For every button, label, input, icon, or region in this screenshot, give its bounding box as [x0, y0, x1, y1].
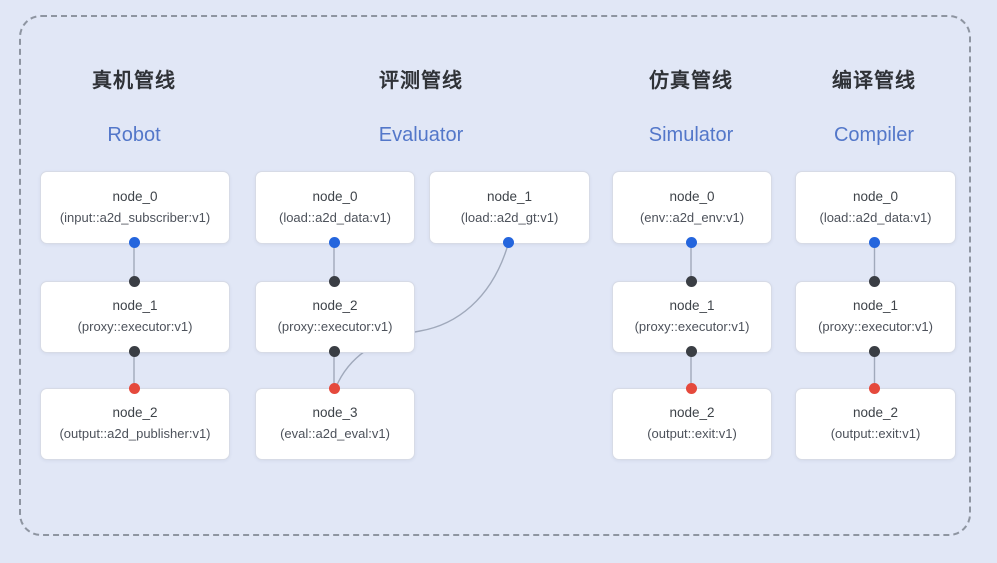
pipeline-title-zh-evaluator: 评测管线 [379, 70, 463, 92]
port-dot-output [328, 382, 340, 394]
node-label: node_2 [852, 405, 899, 421]
node-type: (proxy::executor:v1) [77, 319, 193, 335]
node-evaluator-1: node_1 (load::a2d_gt:v1) [429, 171, 590, 244]
port-dot-internal [328, 275, 340, 287]
port-dot-output [685, 382, 697, 394]
port-dot-internal [685, 345, 697, 357]
port-dot-internal [685, 275, 697, 287]
port-dot-internal [869, 345, 880, 357]
port-dot-output [869, 382, 880, 394]
node-type: (proxy::executor:v1) [818, 319, 933, 335]
port-dot-internal [328, 345, 340, 357]
node-type: (proxy::executor:v1) [634, 319, 750, 335]
node-label: node_1 [669, 298, 715, 314]
node-label: node_0 [112, 188, 158, 204]
node-type: (output::a2d_publisher:v1) [59, 426, 211, 442]
node-label: node_1 [486, 188, 533, 204]
pipeline-title-en-simulator: Simulator [648, 124, 734, 146]
node-evaluator-3: node_3 (eval::a2d_eval:v1) [255, 388, 415, 460]
node-robot-2: node_2 (output::a2d_publisher:v1) [40, 388, 230, 460]
pipeline-title-zh-simulator: 仿真管线 [649, 70, 733, 92]
node-type: (env::a2d_env:v1) [639, 209, 745, 225]
port-dot-input [869, 236, 880, 248]
node-compiler-1: node_1 (proxy::executor:v1) [795, 281, 956, 353]
node-simulator-2: node_2 (output::exit:v1) [612, 388, 772, 460]
node-label: node_2 [112, 405, 158, 421]
node-type: (load::a2d_gt:v1) [460, 209, 559, 225]
node-evaluator-0: node_0 (load::a2d_data:v1) [255, 171, 415, 244]
pipeline-title-zh-robot: 真机管线 [92, 70, 176, 92]
node-label: node_1 [852, 298, 899, 314]
node-type: (eval::a2d_eval:v1) [280, 426, 390, 442]
port-dot-internal [128, 275, 140, 287]
port-dot-internal [128, 345, 140, 357]
port-dot-internal [869, 275, 880, 287]
port-dot-output [128, 382, 140, 394]
node-robot-0: node_0 (input::a2d_subscriber:v1) [40, 171, 230, 244]
port-dot-input [328, 236, 340, 248]
pipeline-title-en-compiler: Compiler [833, 124, 915, 146]
node-type: (input::a2d_subscriber:v1) [59, 209, 211, 225]
node-type: (output::exit:v1) [647, 426, 737, 442]
node-compiler-0: node_0 (load::a2d_data:v1) [795, 171, 956, 244]
node-label: node_1 [112, 298, 158, 314]
node-label: node_0 [312, 188, 358, 204]
pipeline-title-en-robot: Robot [107, 124, 161, 146]
node-type: (load::a2d_data:v1) [278, 209, 392, 225]
node-evaluator-2: node_2 (proxy::executor:v1) [255, 281, 415, 353]
port-dot-input [685, 236, 697, 248]
node-label: node_0 [669, 188, 715, 204]
node-label: node_3 [312, 405, 358, 421]
pipeline-title-zh-compiler: 编译管线 [832, 70, 916, 92]
node-label: node_2 [312, 298, 358, 314]
port-dot-input [128, 236, 140, 248]
node-simulator-1: node_1 (proxy::executor:v1) [612, 281, 772, 353]
node-label: node_2 [669, 405, 715, 421]
node-type: (proxy::executor:v1) [277, 319, 393, 335]
node-label: node_0 [852, 188, 899, 204]
dashed-frame [19, 15, 971, 536]
pipeline-title-en-evaluator: Evaluator [378, 124, 464, 146]
node-type: (output::exit:v1) [830, 426, 921, 442]
port-dot-input [503, 236, 514, 248]
node-type: (load::a2d_data:v1) [819, 209, 932, 225]
node-robot-1: node_1 (proxy::executor:v1) [40, 281, 230, 353]
node-simulator-0: node_0 (env::a2d_env:v1) [612, 171, 772, 244]
node-compiler-2: node_2 (output::exit:v1) [795, 388, 956, 460]
